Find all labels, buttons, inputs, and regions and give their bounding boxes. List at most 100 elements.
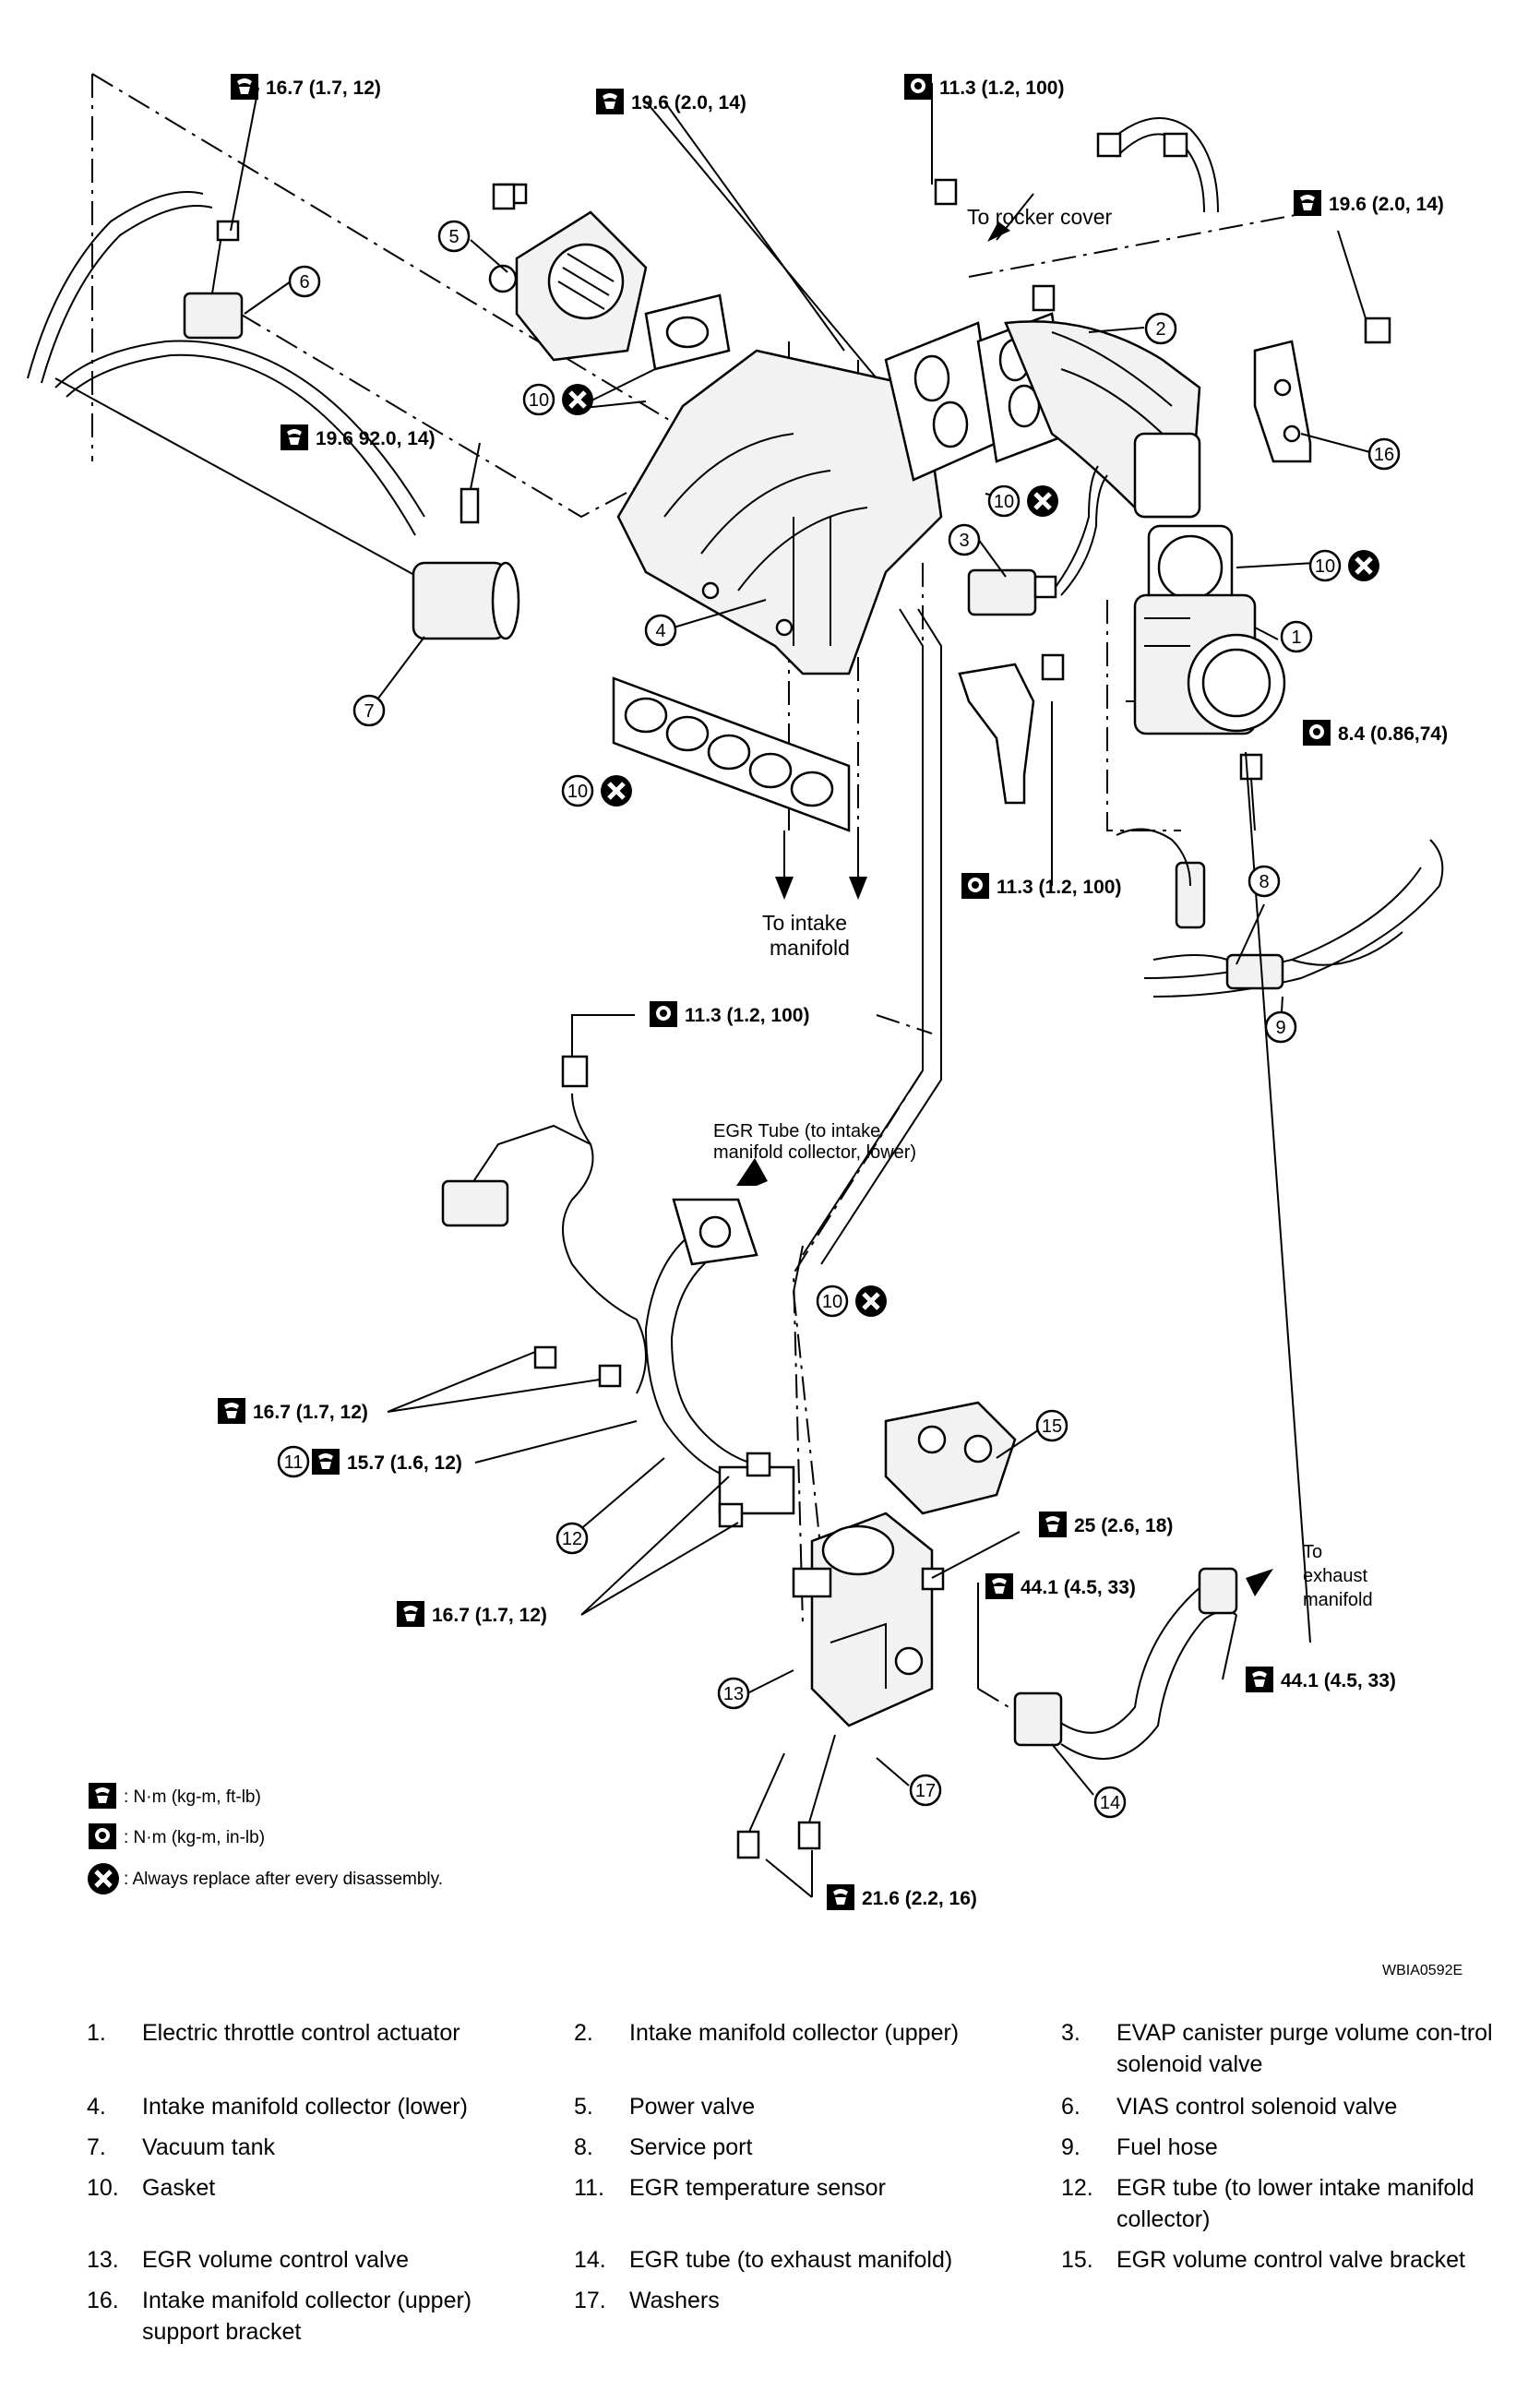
torque-label: 21.6 (2.2, 16)	[862, 1888, 977, 1909]
torque-labels: 16.7 (1.7, 12) 19.6 (2.0, 14) 11.3 (1.2,…	[218, 74, 1448, 1910]
power-valve-part	[488, 183, 648, 362]
callout-9: 9	[1264, 1010, 1297, 1044]
svg-text:11: 11	[284, 1452, 304, 1473]
torque-label: 11.3 (1.2, 100)	[685, 1005, 809, 1026]
torque-label: 16.7 (1.7, 12)	[266, 78, 381, 99]
vias-solenoid-part	[183, 220, 244, 340]
legend-item: 12.EGR tube (to lower intake manifold co…	[1061, 2175, 1474, 2232]
figure-id: WBIA0592E	[1382, 1963, 1462, 1978]
exhaust-note-line3: manifold	[1303, 1590, 1373, 1610]
svg-text:7: 7	[364, 701, 374, 722]
svg-text:4: 4	[655, 621, 665, 641]
callout-14: 14	[1093, 1786, 1127, 1819]
lower-manifold-gasket	[612, 676, 851, 832]
legend-item: 1.Electric throttle control actuator	[87, 2020, 460, 2046]
rocker-cover-note: To rocker cover	[967, 205, 1113, 229]
intake-note-line1: To intake	[762, 911, 847, 935]
callouts: 1 2 3 4 5 6 7 8 9 10 10 10 10 10 11 12 1…	[277, 220, 1401, 1819]
torque-label: 16.7 (1.7, 12)	[432, 1605, 547, 1626]
svg-text:10: 10	[529, 390, 549, 411]
callout-7: 7	[352, 694, 386, 727]
svg-text:10: 10	[994, 492, 1014, 512]
rocker-cover-hose	[1096, 117, 1219, 213]
torque-label: 15.7 (1.6, 12)	[347, 1452, 462, 1474]
svg-text:2: 2	[1155, 319, 1165, 340]
legend-item: 13.EGR volume control valve	[87, 2247, 410, 2273]
torque-label: 19.6 (2.0, 14)	[631, 92, 746, 114]
callout-1: 1	[1280, 620, 1313, 653]
torque-label: 16.7 (1.7, 12)	[253, 1402, 368, 1423]
callout-10b: 10	[987, 484, 1021, 518]
callout-2: 2	[1144, 312, 1177, 345]
callout-5: 5	[437, 220, 471, 253]
torque-label: 8.4 (0.86,74)	[1338, 723, 1448, 745]
legend-item: 10.Gasket	[87, 2175, 216, 2201]
svg-text:1: 1	[1291, 627, 1301, 648]
intake-note-line2: manifold	[770, 936, 850, 960]
throttle-gasket	[1147, 524, 1234, 611]
svg-text:14: 14	[1100, 1793, 1120, 1813]
legend-item: 3.EVAP canister purge volume con-trol so…	[1061, 2020, 1493, 2077]
svg-text:10: 10	[822, 1292, 842, 1312]
svg-text:16: 16	[1374, 445, 1394, 465]
svg-text:6: 6	[299, 272, 309, 293]
legend-item: 14.EGR tube (to exhaust manifold)	[574, 2247, 953, 2273]
callout-leaders	[230, 83, 1371, 1898]
legend-item: 5.Power valve	[574, 2094, 756, 2120]
parts-legend: 1.Electric throttle control actuator 2.I…	[0, 2002, 1540, 2390]
callout-8: 8	[1248, 865, 1281, 898]
callout-6: 6	[288, 265, 321, 298]
svg-text:12: 12	[562, 1529, 582, 1549]
egr-tube-long	[802, 608, 942, 1265]
callout-12: 12	[555, 1522, 589, 1555]
callout-10c: 10	[1308, 549, 1342, 582]
key-inlb: : N·m (kg-m, in-lb)	[124, 1828, 265, 1847]
legend-item: 2.Intake manifold collector (upper)	[574, 2020, 960, 2046]
solenoid-bracket	[958, 663, 1035, 805]
egr-tube-exhaust-part	[1013, 1567, 1238, 1760]
egr-volume-valve-part	[792, 1512, 934, 1727]
svg-text:10: 10	[567, 782, 588, 802]
legend-item: 17.Washers	[574, 2288, 720, 2313]
vacuum-hoses	[27, 191, 444, 592]
throttle-actuator-part	[1133, 593, 1286, 735]
egr-tube-note-line1: EGR Tube (to intake	[713, 1121, 880, 1141]
svg-text:15: 15	[1042, 1416, 1062, 1437]
callout-10d: 10	[561, 774, 594, 807]
torque-label: 44.1 (4.5, 33)	[1021, 1577, 1136, 1598]
torque-label: 11.3 (1.2, 100)	[997, 877, 1121, 898]
symbol-key: : N·m (kg-m, ft-lb) : N·m (kg-m, in-lb) …	[88, 1783, 443, 1894]
key-replace: : Always replace after every disassembly…	[124, 1870, 443, 1889]
bolts	[492, 178, 1391, 1859]
exploded-parts-diagram: 16.7 (1.7, 12) 19.6 (2.0, 14) 11.3 (1.2,…	[27, 73, 1462, 1978]
torque-label: 11.3 (1.2, 100)	[939, 78, 1064, 99]
egr-tube-note-line2: manifold collector, lower)	[713, 1142, 916, 1163]
torque-label: 44.1 (4.5, 33)	[1281, 1670, 1396, 1691]
exhaust-note-line2: exhaust	[1303, 1566, 1367, 1586]
vacuum-tank-part	[412, 487, 520, 640]
legend-item: 8.Service port	[574, 2134, 753, 2160]
legend-item: 4.Intake manifold collector (lower)	[87, 2094, 468, 2120]
annotations: To rocker cover To intake manifold EGR T…	[713, 205, 1462, 1978]
direction-arrows	[736, 193, 1273, 1596]
legend-item: 16.Intake manifold collector (upper) sup…	[87, 2288, 472, 2345]
callout-16: 16	[1367, 437, 1401, 471]
collector-support-bracket-part	[1253, 340, 1312, 463]
legend-item: 9.Fuel hose	[1061, 2134, 1218, 2160]
callout-10e: 10	[816, 1285, 849, 1318]
callout-3: 3	[948, 523, 981, 556]
svg-text:3: 3	[959, 531, 969, 551]
egr-tube-lower-part	[644, 1198, 795, 1515]
callout-4: 4	[644, 614, 677, 647]
exhaust-note-line1: To	[1303, 1542, 1322, 1562]
callout-15: 15	[1035, 1409, 1068, 1442]
key-ftlb: : N·m (kg-m, ft-lb)	[124, 1787, 261, 1807]
svg-text:13: 13	[723, 1684, 744, 1704]
callout-17: 17	[909, 1774, 942, 1807]
svg-text:17: 17	[915, 1781, 936, 1801]
fuel-hose-part	[1116, 828, 1444, 998]
callout-13: 13	[717, 1677, 750, 1710]
legend-item: 7.Vacuum tank	[87, 2134, 276, 2160]
legend-item: 11.EGR temperature sensor	[574, 2175, 886, 2201]
intake-collector-lower-part	[616, 349, 943, 675]
